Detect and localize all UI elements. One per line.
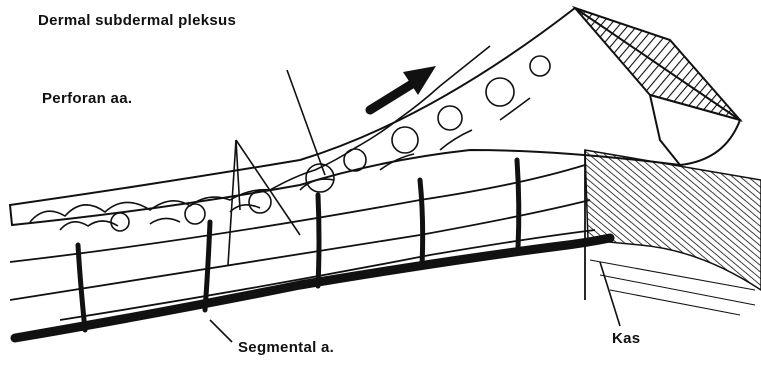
label-chest-wall: Kas — [612, 330, 640, 347]
chest-wall — [585, 150, 761, 290]
label-perforator-arteries: Perforan aa. — [42, 90, 132, 107]
segmental-artery — [15, 238, 610, 338]
label-segmental-artery: Segmental a. — [238, 339, 334, 356]
lift-arrow — [370, 66, 436, 110]
label-dermal-plexus: Dermal subdermal pleksus — [38, 12, 236, 29]
